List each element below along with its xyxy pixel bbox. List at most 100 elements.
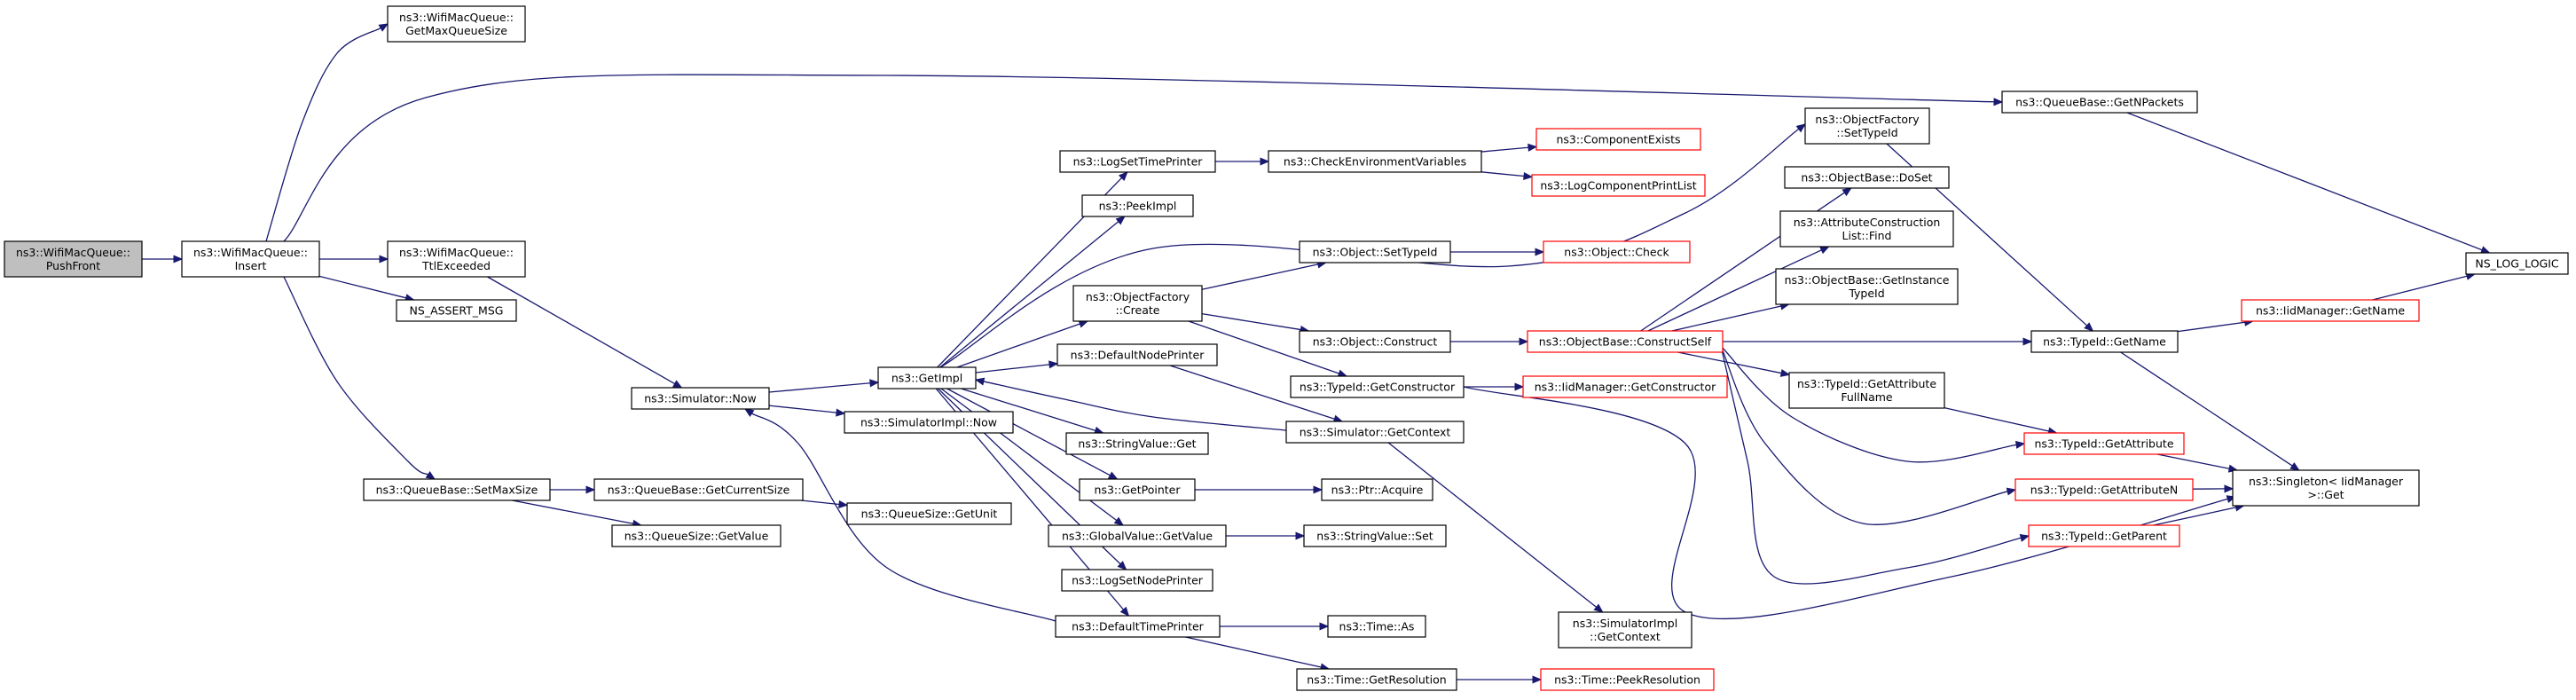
node-box [1804, 107, 1930, 145]
node-box [1558, 611, 1692, 649]
node-getcurrentsize[interactable]: ns3::QueueBase::GetCurrentSize [593, 478, 804, 501]
edge-defaulttimeprinter-to-timeas [1220, 622, 1330, 631]
node-getunit[interactable]: ns3::QueueSize::GetUnit [846, 502, 1012, 525]
edge-line [2372, 275, 2468, 301]
node-simimplnow[interactable]: ns3::SimulatorImpl::Now [844, 411, 1014, 434]
edge-line [2153, 507, 2236, 526]
node-label-line: ns3::PeekImpl [1099, 200, 1177, 213]
arrow-head [378, 23, 389, 32]
node-typeidgetparent[interactable]: ns3::TypeId::GetParent [2028, 524, 2180, 547]
node-simnow[interactable]: ns3::Simulator::Now [631, 387, 770, 410]
node-pushfront[interactable]: ns3::WifiMacQueue::PushFront [4, 240, 143, 278]
node-nsloglogic[interactable]: NS_LOG_LOGIC [2465, 252, 2569, 275]
node-stringvalueget[interactable]: ns3::StringValue::Get [1065, 432, 1209, 455]
node-simimplgetcontext[interactable]: ns3::SimulatorImpl::GetContext [1558, 611, 1692, 649]
node-qbgetnpackets[interactable]: ns3::QueueBase::GetNPackets [2001, 90, 2198, 114]
arrow-head [1779, 368, 1791, 377]
arrow-head [1113, 516, 1125, 526]
node-typeidgetattribute[interactable]: ns3::TypeId::GetAttribute [2023, 432, 2185, 455]
node-box [1290, 375, 1465, 398]
edge-line [2126, 112, 2483, 251]
node-label-line: ns3::SimulatorImpl [1573, 617, 1677, 630]
edge-line [983, 381, 1287, 431]
node-timeas[interactable]: ns3::Time::As [1327, 615, 1426, 638]
node-getmaxqueuesize[interactable]: ns3::WifiMacQueue::GetMaxQueueSize [387, 5, 526, 43]
edge-ofsettypeid-to-typeidgetname [1886, 143, 2094, 332]
edge-insert-to-setmaxsize [283, 276, 436, 480]
node-insert[interactable]: ns3::WifiMacQueue::Insert [181, 240, 320, 278]
node-getimpl[interactable]: ns3::GetImpl [877, 366, 977, 389]
node-obdoset[interactable]: ns3::ObjectBase::DoSet [1784, 166, 1950, 189]
node-box [1522, 375, 1728, 398]
node-label-line: ns3::WifiMacQueue:: [16, 246, 130, 259]
node-getpointer[interactable]: ns3::GetPointer [1079, 478, 1196, 501]
node-timepeekresolution[interactable]: ns3::Time::PeekResolution [1540, 668, 1715, 691]
edge-line [937, 177, 1123, 368]
node-ofsettypeid[interactable]: ns3::ObjectFactory::SetTypeId [1804, 107, 1930, 145]
node-setmaxsize[interactable]: ns3::QueueBase::SetMaxSize [363, 478, 551, 501]
node-typeidgetname[interactable]: ns3::TypeId::GetName [2030, 330, 2179, 353]
node-label-line: ns3::Time::GetResolution [1307, 673, 1446, 687]
edge-line [1720, 345, 2022, 585]
edge-obconstructself-to-obgetinstancetypeid [1671, 302, 1790, 332]
node-singletonget[interactable]: ns3::Singleton< IidManager >::Get [2232, 469, 2420, 507]
node-box [844, 411, 1014, 434]
node-componentexists[interactable]: ns3::ComponentExists [1535, 128, 1701, 151]
node-logsetnodeprinter[interactable]: ns3::LogSetNodePrinter [1061, 569, 1213, 592]
edge-line [1720, 345, 2008, 525]
edge-obconstructself-to-obdoset [1640, 187, 1852, 332]
edge-getimpl-to-peekimpl [939, 216, 1126, 368]
arrow-head [173, 255, 184, 263]
node-iidgetconstructor[interactable]: ns3::IidManager::GetConstructor [1522, 375, 1728, 398]
edge-line [956, 323, 1080, 368]
node-objcheck[interactable]: ns3::Object::Check [1543, 240, 1691, 263]
arrow-head [1115, 216, 1126, 225]
arrow-head [1819, 246, 1830, 255]
node-ofcreate[interactable]: ns3::ObjectFactory::Create [1072, 285, 1203, 322]
node-simgetcontext[interactable]: ns3::Simulator::GetContext [1285, 421, 1465, 444]
node-box [2014, 478, 2194, 501]
node-timegetresolution[interactable]: ns3::Time::GetResolution [1296, 668, 1457, 691]
node-globalvaluegetvalue[interactable]: ns3::GlobalValue::GetValue [1048, 524, 1227, 547]
node-obconstructself[interactable]: ns3::ObjectBase::ConstructSelf [1527, 330, 1724, 353]
node-ptracquire[interactable]: ns3::Ptr::Acquire [1321, 478, 1433, 501]
node-objsettypeid[interactable]: ns3::Object::SetTypeId [1299, 240, 1451, 263]
node-box [1540, 668, 1715, 691]
node-objconstruct[interactable]: ns3::Object::Construct [1299, 330, 1451, 353]
node-defaulttimeprinter[interactable]: ns3::DefaultTimePrinter [1055, 615, 1221, 638]
edge-objsettypeid-to-objcheck [1450, 248, 1545, 256]
node-box [631, 387, 770, 410]
node-box [1303, 524, 1447, 547]
node-stringvalueset[interactable]: ns3::StringValue::Set [1303, 524, 1447, 547]
edges-layer [142, 23, 2491, 684]
node-iidgetname[interactable]: ns3::IidManager::GetName [2241, 299, 2420, 322]
arrow-head [2224, 484, 2234, 493]
edge-timegetresolution-to-timepeekresolution [1457, 675, 1543, 684]
node-ttlexceeded[interactable]: ns3::WifiMacQueue::TtlExceeded [387, 240, 526, 278]
node-typeidgetconstructor[interactable]: ns3::TypeId::GetConstructor [1290, 375, 1465, 398]
node-defaultnodeprinter[interactable]: ns3::DefaultNodePrinter [1056, 343, 1218, 366]
node-box [1079, 478, 1196, 501]
node-checkenvvars[interactable]: ns3::CheckEnvironmentVariables [1268, 150, 1482, 173]
arrow-head [869, 379, 880, 388]
node-logcomponentprintlist[interactable]: ns3::LogComponentPrintList [1531, 174, 1706, 197]
nodes-layer: ns3::WifiMacQueue::PushFrontns3::WifiMac… [4, 5, 2569, 691]
node-peekimpl[interactable]: ns3::PeekImpl [1081, 194, 1194, 217]
edge-line [975, 364, 1050, 374]
edge-line [283, 74, 1995, 242]
edge-line [1640, 192, 1845, 332]
node-box [181, 240, 320, 278]
node-label-line: ns3::QueueSize::GetUnit [861, 507, 998, 521]
edge-line [487, 276, 675, 385]
node-box [1296, 668, 1457, 691]
node-queuesizegetvalue[interactable]: ns3::QueueSize::GetValue [611, 524, 781, 547]
node-logsettimeprinter[interactable]: ns3::LogSetTimePrinter [1059, 150, 1216, 173]
edge-getimpl-to-defaultnodeprinter [975, 360, 1059, 374]
node-box [1775, 268, 1959, 305]
node-nsassertmsg[interactable]: NS_ASSERT_MSG [396, 299, 517, 322]
node-typeidgetattributen[interactable]: ns3::TypeId::GetAttributeN [2014, 478, 2194, 501]
node-box [1527, 330, 1724, 353]
